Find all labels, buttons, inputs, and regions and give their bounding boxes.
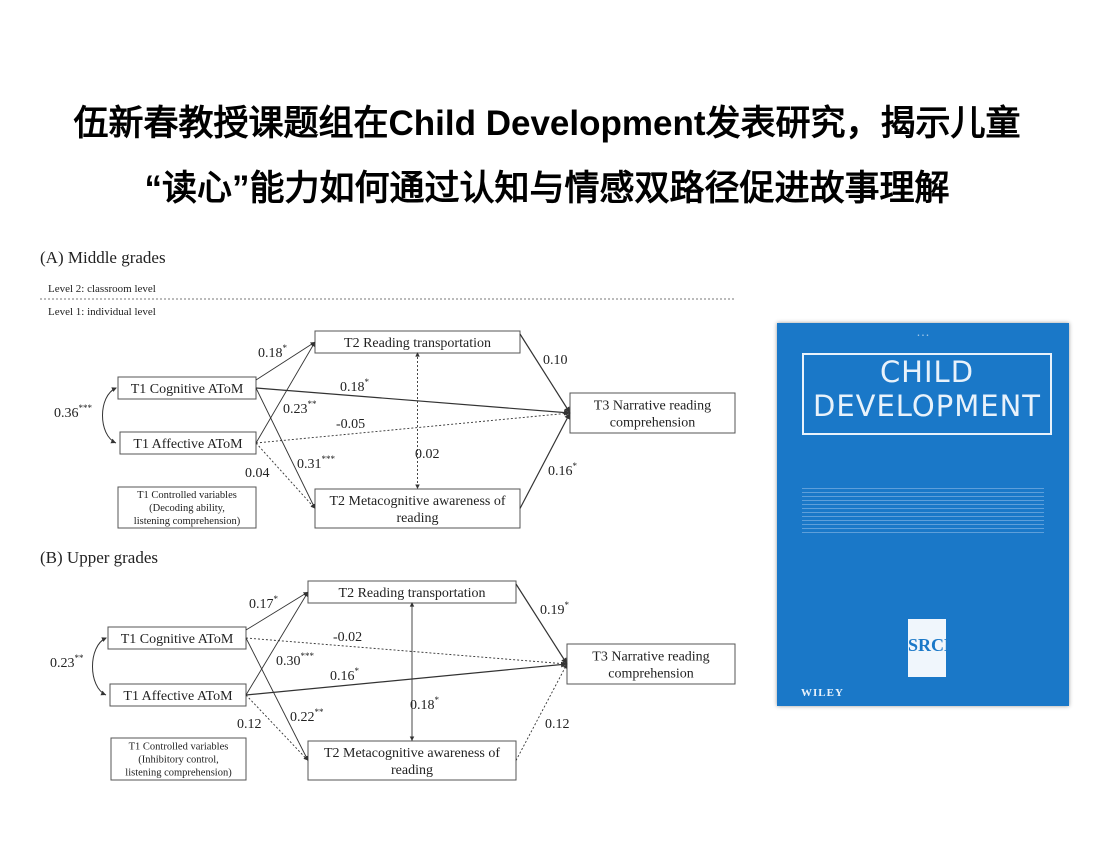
cover-issue-line: • • • bbox=[916, 333, 930, 339]
coefficient-cog_meta: 0.31*** bbox=[297, 454, 336, 472]
node-label-rt: T2 Reading transportation bbox=[339, 586, 486, 601]
level-2-label: Level 2: classroom level bbox=[48, 283, 156, 295]
node-label-t3: comprehension bbox=[608, 666, 694, 681]
coefficient-aff_meta: 0.04 bbox=[245, 466, 270, 481]
node-label-aff: T1 Affective AToM bbox=[133, 437, 243, 452]
path-rt_t3 bbox=[519, 333, 571, 414]
path-aff_rt bbox=[245, 591, 309, 696]
cover-title-line2: DEVELOPMENT bbox=[812, 389, 1041, 423]
node-label-meta: reading bbox=[397, 511, 439, 526]
level-1-label: Level 1: individual level bbox=[48, 306, 156, 318]
coefficient-cog_meta: 0.22** bbox=[290, 707, 324, 725]
path-aff_meta bbox=[255, 442, 316, 509]
path-meta_t3 bbox=[519, 412, 571, 509]
coefficient-meta_t3: 0.16* bbox=[548, 461, 578, 479]
node-ctrl bbox=[117, 486, 257, 529]
coefficient-aff_rt: 0.23** bbox=[283, 399, 317, 417]
node-label-meta: T2 Metacognitive awareness of bbox=[324, 746, 500, 761]
panel-b-upper-grades: (B) Upper grades T2 Reading transportatio… bbox=[40, 548, 736, 781]
headline-line-1: 伍新春教授课题组在Child Development发表研究，揭示儿童 bbox=[73, 104, 1021, 143]
coefficient-rt_t3: 0.19* bbox=[540, 600, 570, 618]
path-cog_t3 bbox=[245, 637, 568, 666]
path-meta_t3 bbox=[515, 663, 568, 761]
cover-editor-list bbox=[802, 485, 1044, 535]
node-label-t3: T3 Narrative reading bbox=[594, 398, 711, 413]
path-cog_meta bbox=[255, 387, 316, 509]
coefficient-aff_t3: -0.05 bbox=[336, 417, 365, 432]
node-label-ctrl: listening comprehension) bbox=[134, 516, 241, 527]
path-aff_t3 bbox=[245, 661, 568, 696]
path-aff_rt bbox=[255, 341, 316, 444]
coefficient-rt_meta: 0.02 bbox=[415, 447, 440, 462]
node-label-meta: T2 Metacognitive awareness of bbox=[329, 494, 505, 509]
node-label-aff: T1 Affective AToM bbox=[123, 689, 233, 704]
coefficient-aff_meta: 0.12 bbox=[237, 717, 262, 732]
headline-line-2: “读心”能力如何通过认知与情感双路径促进故事理解 bbox=[144, 169, 950, 208]
cover-title-line1: CHILD bbox=[879, 355, 975, 389]
coefficient-cog_aff: 0.36*** bbox=[54, 403, 93, 421]
path-aff_t3 bbox=[255, 411, 571, 444]
journal-cover-image: • • • CHILD DEVELOPMENT SRCD WILEY bbox=[777, 323, 1069, 706]
coefficient-aff_t3: 0.16* bbox=[330, 666, 360, 684]
node-label-cog: T1 Cognitive AToM bbox=[131, 382, 244, 397]
path-aff_meta bbox=[245, 694, 309, 761]
node-label-t3: T3 Narrative reading bbox=[592, 649, 709, 664]
panel-title: (B) Upper grades bbox=[40, 548, 158, 567]
path-cog_rt bbox=[245, 591, 309, 631]
srcd-logo: SRCD bbox=[908, 619, 957, 677]
path-cog_meta bbox=[245, 637, 309, 761]
path-rt_t3 bbox=[515, 583, 568, 665]
node-ctrl bbox=[110, 737, 247, 781]
coefficient-cog_aff: 0.23** bbox=[50, 653, 84, 671]
path-cog_rt bbox=[255, 341, 316, 381]
node-label-ctrl: (Inhibitory control, bbox=[138, 755, 218, 766]
panel-title: (A) Middle grades bbox=[40, 248, 166, 267]
coefficient-cog_t3: -0.02 bbox=[333, 630, 362, 645]
node-label-t3: comprehension bbox=[610, 415, 696, 430]
node-label-rt: T2 Reading transportation bbox=[344, 336, 491, 351]
node-label-ctrl: T1 Controlled variables bbox=[137, 490, 237, 501]
path-cog_t3 bbox=[255, 387, 571, 416]
node-t3 bbox=[566, 643, 736, 685]
cover-title-frame: CHILD DEVELOPMENT bbox=[802, 353, 1052, 435]
coefficient-aff_rt: 0.30*** bbox=[276, 651, 315, 669]
correlation-arc bbox=[102, 387, 117, 444]
node-label-ctrl: (Decoding ability, bbox=[149, 503, 225, 514]
node-label-cog: T1 Cognitive AToM bbox=[121, 632, 234, 647]
coefficient-cog_rt: 0.17* bbox=[249, 594, 279, 612]
coefficient-meta_t3: 0.12 bbox=[545, 717, 570, 732]
correlation-arc bbox=[92, 637, 107, 696]
node-label-ctrl: T1 Controlled variables bbox=[129, 742, 229, 753]
node-label-ctrl: listening comprehension) bbox=[125, 768, 232, 779]
coefficient-rt_t3: 0.10 bbox=[543, 353, 568, 368]
node-label-meta: reading bbox=[391, 763, 433, 778]
publisher-logo: WILEY bbox=[801, 687, 844, 699]
coefficient-rt_meta: 0.18* bbox=[410, 695, 440, 713]
coefficient-cog_rt: 0.18* bbox=[258, 343, 288, 361]
coefficient-cog_t3: 0.18* bbox=[340, 377, 370, 395]
